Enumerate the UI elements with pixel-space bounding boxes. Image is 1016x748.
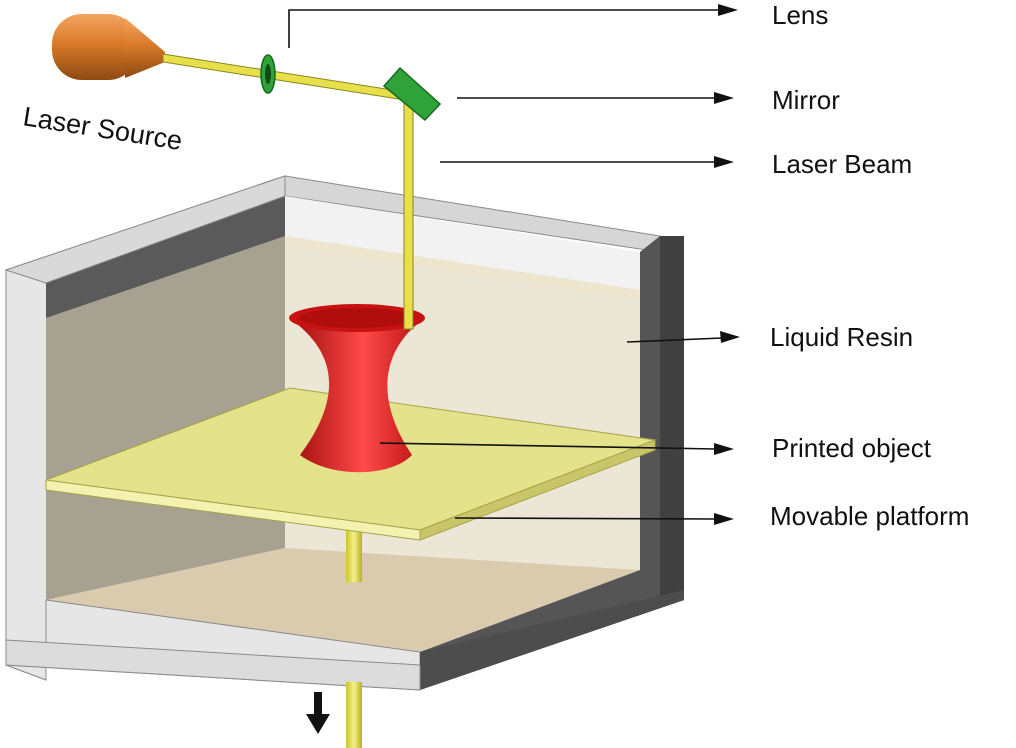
label-liquid-resin: Liquid Resin — [770, 322, 913, 352]
lens-arrowhead — [718, 4, 738, 16]
label-laser-source: Laser Source — [21, 101, 184, 156]
tank-front-bottom-dark — [420, 590, 684, 690]
printed-object-body — [289, 318, 425, 473]
tank-base-face — [5, 639, 421, 691]
platform-rod-upper — [346, 530, 362, 582]
lens-leader — [288, 9, 720, 48]
printed-object — [289, 304, 425, 473]
tank-right-wall-edge — [660, 236, 684, 608]
liquid-resin-arrowhead — [720, 331, 740, 343]
lens — [260, 54, 276, 94]
label-laser-beam: Laser Beam — [772, 149, 912, 179]
mirror-arrowhead — [714, 92, 734, 104]
printed-object-arrowhead — [714, 443, 734, 455]
movable-platform-arrowhead — [714, 513, 734, 525]
laser-source — [52, 14, 165, 80]
label-movable-platform: Movable platform — [770, 501, 969, 531]
printed-object-top-inner — [299, 308, 415, 328]
laser-source-body — [52, 14, 138, 80]
lens-center — [265, 64, 271, 84]
label-printed-object: Printed object — [772, 433, 932, 463]
laser-source-nozzle — [125, 18, 165, 78]
liquid-resin-leader — [626, 337, 723, 343]
platform-rod-lower — [346, 682, 362, 748]
laser-beam-arrowhead — [714, 156, 734, 168]
down-arrow-icon — [306, 692, 330, 734]
beam-segment-2 — [403, 95, 414, 330]
callout-arrows — [288, 4, 740, 525]
mirror — [382, 66, 442, 122]
label-mirror: Mirror — [772, 85, 840, 115]
resin-top-band — [285, 236, 640, 300]
label-lens: Lens — [772, 0, 828, 30]
movable-platform-leader — [454, 517, 717, 520]
printed-object-leader — [379, 442, 717, 450]
platform-side-edge — [419, 439, 656, 541]
beam-segment-1 — [162, 53, 406, 101]
tank-right-wall — [420, 236, 684, 690]
